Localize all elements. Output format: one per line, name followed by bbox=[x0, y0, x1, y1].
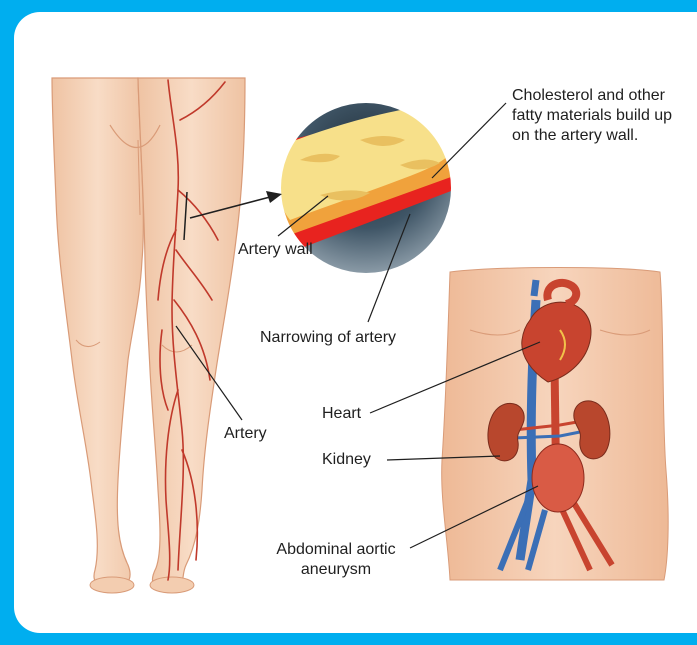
right-leg bbox=[138, 78, 245, 588]
aneurysm-label-line-2: aneurysm bbox=[256, 560, 416, 580]
artery-wall-label: Artery wall bbox=[238, 240, 313, 260]
cholesterol-leader bbox=[432, 103, 506, 178]
kidney-label: Kidney bbox=[322, 450, 371, 470]
cholesterol-label-line-1: Cholesterol and other bbox=[512, 86, 688, 106]
narrowing-label: Narrowing of artery bbox=[260, 328, 396, 348]
right-foot bbox=[150, 577, 194, 593]
legs-figure bbox=[52, 78, 245, 593]
artery-label: Artery bbox=[224, 424, 267, 444]
aneurysm-label: Abdominal aortic aneurysm bbox=[256, 540, 416, 580]
aneurysm-label-line-1: Abdominal aortic bbox=[256, 540, 416, 560]
left-leg bbox=[52, 78, 143, 588]
heart-label: Heart bbox=[322, 404, 361, 424]
torso-figure bbox=[442, 268, 668, 581]
cholesterol-label-line-3: on the artery wall. bbox=[512, 126, 688, 146]
cholesterol-label: Cholesterol and other fatty materials bu… bbox=[512, 86, 688, 146]
cholesterol-label-line-2: fatty materials build up bbox=[512, 106, 688, 126]
left-foot bbox=[90, 577, 134, 593]
aneurysm-bulge bbox=[532, 444, 584, 512]
